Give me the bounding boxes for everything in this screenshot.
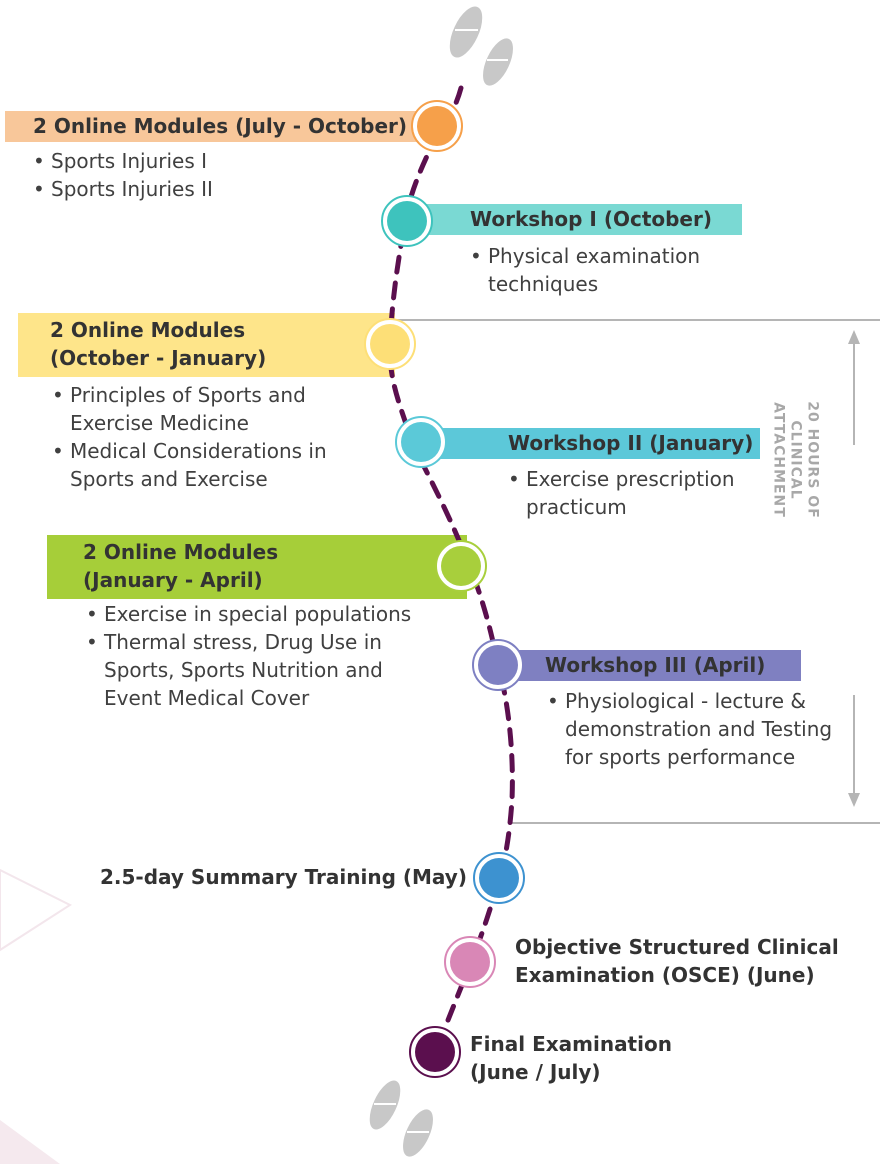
clinical-attachment-line1: 20 HOURS OF — [804, 401, 821, 519]
stage-1-list: Sports Injuries I Sports Injuries II — [33, 147, 393, 203]
stage-4-list: Exercise prescription practicum — [508, 465, 768, 521]
clinical-attachment-bracket — [395, 319, 880, 824]
clinical-attachment-line2: CLINICAL ATTACHMENT — [770, 402, 804, 518]
stage-1-title: 2 Online Modules (July - October) — [33, 114, 408, 138]
clinical-attachment-label: 20 HOURS OF CLINICAL ATTACHMENT — [770, 370, 821, 550]
stage-5-title-line1: 2 Online Modules — [83, 540, 279, 564]
arrow-up-icon — [848, 330, 860, 344]
list-item: Sports Injuries I — [33, 147, 393, 175]
milestone-purple — [472, 639, 524, 691]
stage-8-title-line1: Objective Structured Clinical — [515, 935, 839, 959]
stage-5-title: 2 Online Modules (January - April) — [83, 538, 278, 594]
band-green — [47, 535, 467, 599]
band-yellow — [18, 313, 395, 377]
stage-2-list: Physical examination techniques — [470, 242, 745, 298]
band-purple — [490, 650, 801, 681]
milestone-green — [435, 540, 487, 592]
stage-9-title-line1: Final Examination — [470, 1032, 672, 1056]
stage-6-title: Workshop III (April) — [545, 653, 766, 677]
milestone-cyan — [395, 416, 447, 468]
list-item: Thermal stress, Drug Use in Sports, Spor… — [86, 628, 446, 712]
stage-2-title: Workshop I (October) — [470, 207, 713, 231]
milestone-blue — [473, 852, 525, 904]
shoe-prints-icon — [368, 1079, 434, 1158]
milestone-teal — [381, 195, 433, 247]
list-item: Sports Injuries II — [33, 175, 393, 203]
milestone-yellow — [364, 318, 416, 370]
band-orange — [5, 111, 430, 142]
stage-3-title-line1: 2 Online Modules — [50, 318, 246, 342]
stage-9-title-line2: (June / July) — [470, 1060, 601, 1084]
stage-6-list: Physiological - lecture & demonstration … — [547, 687, 837, 771]
stage-3-list: Principles of Sports and Exercise Medici… — [52, 381, 357, 493]
stage-3-title-line2: (October - January) — [50, 346, 267, 370]
list-item: Physical examination techniques — [470, 242, 745, 298]
list-item: Physiological - lecture & demonstration … — [547, 687, 837, 771]
list-item: Principles of Sports and Exercise Medici… — [52, 381, 357, 437]
stage-8-title-line2: Examination (OSCE) (June) — [515, 963, 815, 987]
stage-5-title-line2: (January - April) — [83, 568, 263, 592]
list-item: Exercise prescription practicum — [508, 465, 768, 521]
background-shapes — [0, 868, 73, 1164]
list-item: Exercise in special populations — [86, 600, 446, 628]
arrow-down-icon — [848, 793, 860, 807]
stage-8-title: Objective Structured Clinical Examinatio… — [515, 933, 839, 989]
stage-5-list: Exercise in special populations Thermal … — [86, 600, 446, 712]
band-teal — [410, 204, 742, 235]
shoe-prints-icon — [448, 5, 514, 87]
stage-7-title: 2.5-day Summary Training (May) — [100, 865, 467, 889]
milestone-orange — [411, 100, 463, 152]
list-item: Medical Considerations in Sports and Exe… — [52, 437, 357, 493]
milestone-plum — [409, 1026, 461, 1078]
milestone-pink — [444, 936, 496, 988]
stage-3-title: 2 Online Modules (October - January) — [50, 316, 266, 372]
stage-9-title: Final Examination (June / July) — [470, 1030, 672, 1086]
band-cyan — [420, 428, 760, 459]
stage-4-title: Workshop II (January) — [508, 431, 754, 455]
